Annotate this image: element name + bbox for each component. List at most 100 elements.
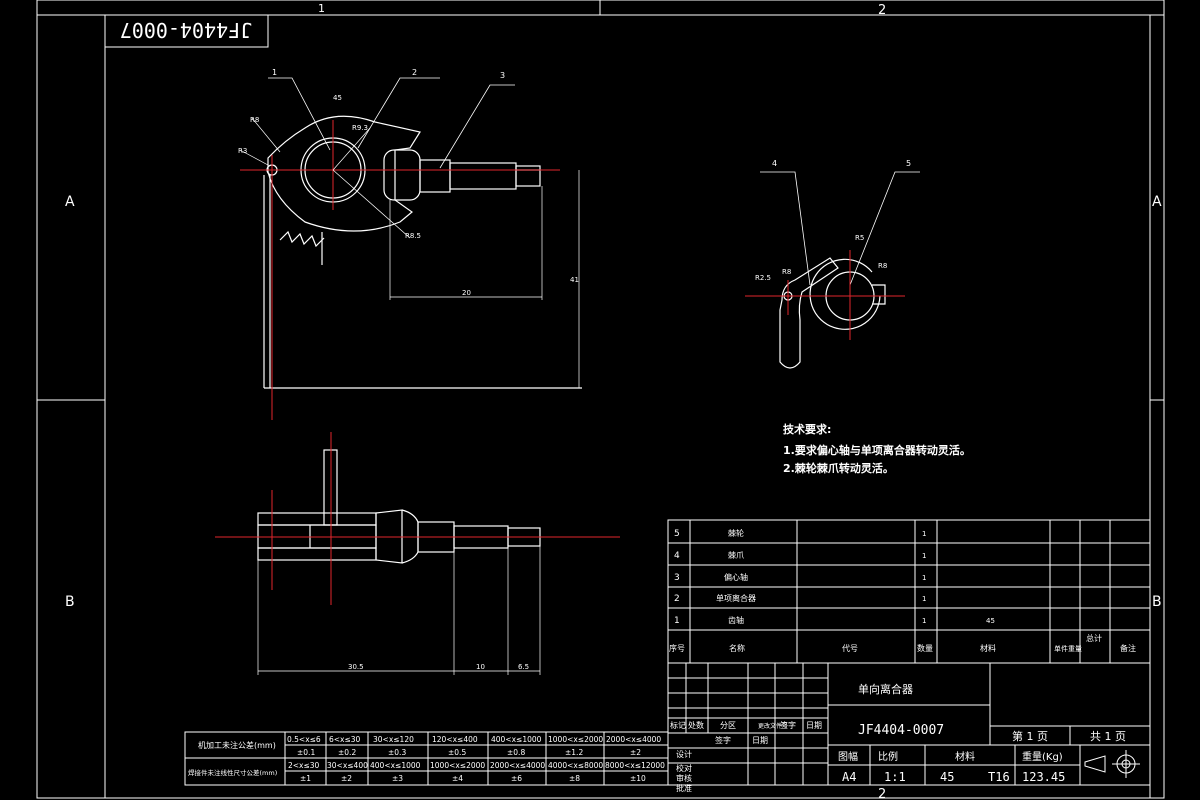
balloon-leader-5 [849,171,920,286]
tol-row2-label: 焊接件未注线性尺寸公差(mm) [188,768,277,777]
sign-label-design: 设计 [676,749,692,759]
footer-label-material: 材料 [955,750,975,763]
dim-side-r8a: R8 [782,268,791,276]
zone-label-1: 1 [318,2,325,15]
footer-label-format: 图幅 [838,750,858,763]
balloon-2: 2 [412,68,417,77]
top-view-centerlines [240,120,560,420]
tol-r1-value-7: ±2 [630,748,641,757]
tol-r2-range-7: 8000<x≤12000 [605,761,665,770]
side-view-centerlines [745,250,905,340]
footer-value-material: 45 [940,770,954,784]
tol-r2-value-3: ±3 [392,774,403,783]
tol-r2-range-1: 2<x≤30 [288,761,320,770]
tol-r2-value-1: ±1 [300,774,311,783]
dim-top-41: 41 [570,276,579,284]
footer-label-scale: 比例 [878,750,898,763]
zone-label-2: 2 [878,3,886,18]
footer-value-thickness: T16 [988,770,1010,784]
balloon-5: 5 [906,159,911,168]
footer-value-weight: 123.45 [1022,770,1065,784]
sign-label-date: 日期 [752,736,768,745]
tech-req-line-2: 2.棘轮棘爪转动灵活。 [783,461,894,475]
rev-header-change-no: 更改文件号 [758,722,788,730]
rev-header-sign: 签字 [780,720,796,730]
bom-row-1-no: 1 [674,616,680,626]
balloon-leader-4 [760,171,811,286]
balloon-3: 3 [500,71,505,80]
bom-row-3-no: 3 [674,573,680,583]
sheet-frame [36,0,1165,799]
bom-row-1-material: 45 [986,617,995,625]
front-view-dimensions [257,546,541,675]
balloon-leader-1 [268,77,331,151]
bom-row-5-no: 5 [674,529,680,539]
title-block-sheet: 第 1 页 [1012,729,1048,743]
bom-row-2-name: 单项离合器 [716,593,756,603]
dim-top-r85: R8.5 [405,232,421,240]
front-view [257,449,541,564]
dim-side-r25: R2.5 [755,274,771,282]
zone-label-a-right: A [1152,194,1162,210]
tol-r1-range-1: 0.5<x≤6 [287,735,321,744]
sign-label-sign: 签字 [715,735,731,745]
side-view [779,257,886,369]
bom-header-unit-weight: 单件重量 [1054,644,1082,653]
bom-row-4-no: 4 [674,551,680,561]
dim-top-45: 45 [333,94,342,102]
rev-header-zone: 分区 [720,721,736,730]
rotated-drawing-number: JF4404-0007 [120,18,252,42]
tol-r2-range-3: 400<x≤1000 [370,761,421,770]
bom-row-3-qty: 1 [922,574,926,582]
bom-row-3-name: 偏心轴 [724,572,748,582]
tol-r2-value-2: ±2 [341,774,352,783]
tol-r2-range-4: 1000<x≤2000 [430,761,485,770]
bom-header-qty: 数量 [917,643,933,653]
sign-label-review: 审核 [676,773,692,783]
dim-top-20: 20 [462,289,471,297]
footer-value-format: A4 [842,770,856,784]
tolerance-table [184,731,669,786]
top-view-dimensions [239,117,580,388]
bom-row-2-no: 2 [674,594,680,604]
tol-r1-range-3: 30<x≤120 [373,735,414,744]
tol-r1-value-4: ±0.5 [448,748,466,757]
tol-r1-value-3: ±0.3 [388,748,406,757]
bom-row-2-qty: 1 [922,595,926,603]
tol-r1-range-7: 2000<x≤4000 [606,735,661,744]
bom-table [667,519,1151,664]
dim-front-305: 30.5 [348,663,364,671]
zone-label-a-left: A [65,194,75,210]
projection-symbol-icon [1084,750,1140,778]
sign-label-approve: 批准 [676,783,692,793]
balloon-leader-3 [439,84,515,169]
zone-label-b-right: B [1152,594,1162,610]
tol-r2-value-6: ±8 [569,774,580,783]
zone-label-b-left: B [65,594,75,610]
tol-r1-value-2: ±0.2 [338,748,356,757]
balloon-4: 4 [772,159,777,168]
bom-row-4-qty: 1 [922,552,926,560]
top-view [263,115,582,389]
tol-r1-range-2: 6<x≤30 [329,735,361,744]
zone-label-bottom-2: 2 [878,787,886,800]
tol-r1-value-1: ±0.1 [297,748,315,757]
bom-header-material: 材料 [980,643,996,653]
tol-r2-value-5: ±6 [511,774,522,783]
bom-row-4-name: 棘爪 [728,551,744,560]
footer-label-weight: 重量(Kg) [1022,750,1063,763]
footer-value-scale: 1:1 [884,770,906,784]
rev-header-mark: 标记 [670,720,686,730]
bom-header-total: 总计 [1086,633,1102,643]
tol-r1-value-6: ±1.2 [565,748,583,757]
balloon-leader-2 [357,77,440,149]
tol-r2-range-6: 4000<x≤8000 [548,761,603,770]
dim-front-65: 6.5 [518,663,529,671]
tol-r1-value-5: ±0.8 [507,748,525,757]
bom-header-remark: 备注 [1120,643,1136,653]
tol-row1-label: 机加工未注公差(mm) [198,740,276,750]
rev-header-count: 处数 [688,720,704,730]
dim-side-r5: R5 [855,234,864,242]
dim-top-r93: R9.3 [352,124,368,132]
